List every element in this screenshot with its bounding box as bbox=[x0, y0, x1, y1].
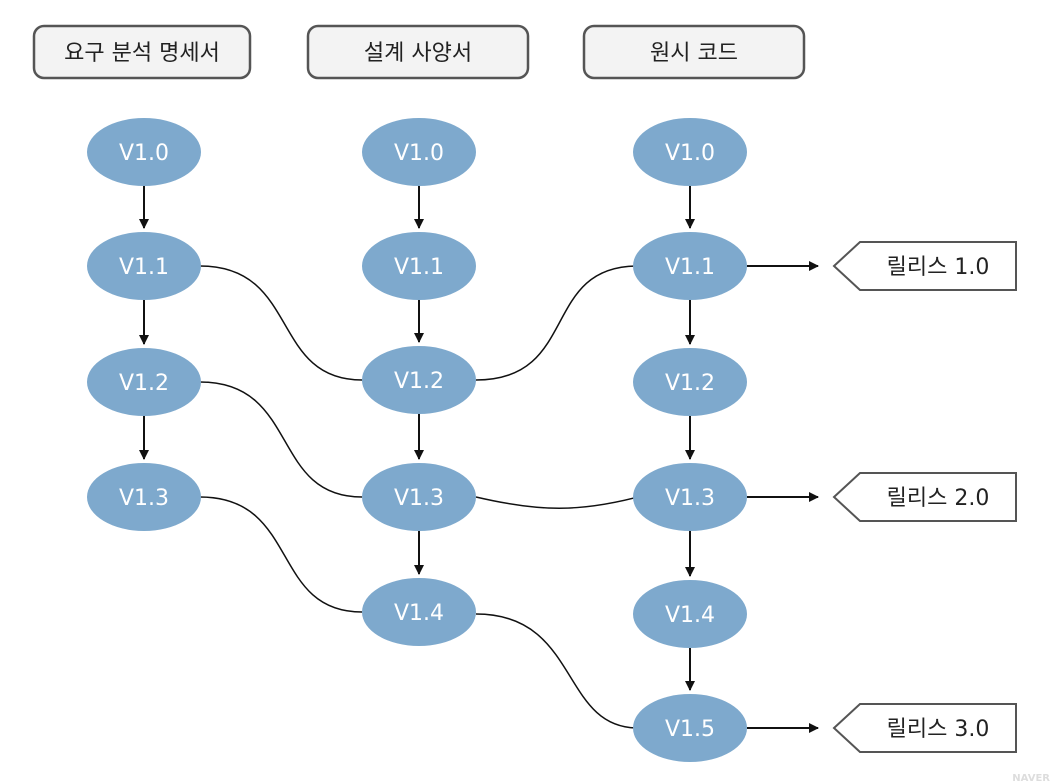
version-label: V1.2 bbox=[119, 371, 169, 396]
version-label: V1.3 bbox=[119, 486, 169, 511]
column-header-requirements: 요구 분석 명세서 bbox=[32, 24, 252, 80]
version-node: V1.2 bbox=[633, 348, 747, 416]
link-req-v1-1-to-design-v1-2 bbox=[199, 265, 363, 381]
version-label: V1.2 bbox=[665, 371, 715, 396]
release-tag bbox=[832, 241, 1017, 291]
cross-links bbox=[199, 265, 639, 729]
link-design-v1-3-to-code-v1-3 bbox=[475, 496, 639, 509]
version-label: V1.4 bbox=[394, 601, 444, 626]
version-node: V1.1 bbox=[87, 232, 201, 300]
link-req-v1-3-to-design-v1-4 bbox=[199, 496, 363, 613]
version-label: V1.4 bbox=[665, 603, 715, 628]
version-label: V1.3 bbox=[394, 486, 444, 511]
column-requirements-nodes: V1.0 V1.1 V1.2 V1.3 bbox=[87, 118, 201, 531]
version-node: V1.2 bbox=[362, 346, 476, 414]
release-1: 릴리스 1.0 bbox=[747, 241, 1017, 291]
column-header-design-label: 설계 사양서 bbox=[364, 41, 472, 66]
version-label: V1.0 bbox=[665, 141, 715, 166]
column-header-design: 설계 사양서 bbox=[306, 24, 530, 80]
release-label: 릴리스 3.0 bbox=[887, 717, 990, 742]
column-header-requirements-label: 요구 분석 명세서 bbox=[64, 41, 220, 66]
version-node: V1.1 bbox=[362, 232, 476, 300]
column-header-source: 원시 코드 bbox=[582, 24, 806, 80]
version-node: V1.3 bbox=[633, 463, 747, 531]
column-design-nodes: V1.0 V1.1 V1.2 V1.3 V1.4 bbox=[362, 118, 476, 646]
version-label: V1.2 bbox=[394, 369, 444, 394]
release-2: 릴리스 2.0 bbox=[747, 472, 1017, 522]
version-node: V1.0 bbox=[87, 118, 201, 186]
version-node: V1.1 bbox=[633, 232, 747, 300]
release-label: 릴리스 1.0 bbox=[887, 255, 990, 280]
version-label: V1.0 bbox=[119, 141, 169, 166]
link-design-v1-4-to-code-v1-5 bbox=[475, 613, 639, 729]
column-header-source-label: 원시 코드 bbox=[650, 41, 738, 66]
version-node: V1.3 bbox=[87, 463, 201, 531]
version-label: V1.5 bbox=[665, 717, 715, 742]
version-label: V1.1 bbox=[665, 255, 715, 280]
release-label: 릴리스 2.0 bbox=[887, 486, 990, 511]
version-label: V1.0 bbox=[394, 141, 444, 166]
version-node: V1.4 bbox=[633, 580, 747, 648]
link-req-v1-2-to-design-v1-3 bbox=[199, 381, 363, 498]
version-label: V1.1 bbox=[119, 255, 169, 280]
version-label: V1.1 bbox=[394, 255, 444, 280]
version-node: V1.0 bbox=[633, 118, 747, 186]
version-node: V1.5 bbox=[633, 694, 747, 762]
version-node: V1.2 bbox=[87, 348, 201, 416]
link-design-v1-2-to-code-v1-1 bbox=[475, 265, 639, 381]
column-source-nodes: V1.0 V1.1 V1.2 V1.3 V1.4 V1.5 bbox=[633, 118, 747, 762]
version-node: V1.0 bbox=[362, 118, 476, 186]
version-arrows bbox=[139, 186, 695, 691]
version-node: V1.3 bbox=[362, 463, 476, 531]
release-tag bbox=[832, 703, 1017, 753]
watermark: NAVER bbox=[1012, 773, 1050, 784]
release-3: 릴리스 3.0 bbox=[747, 703, 1017, 753]
release-tag bbox=[832, 472, 1017, 522]
version-label: V1.3 bbox=[665, 486, 715, 511]
version-node: V1.4 bbox=[362, 578, 476, 646]
